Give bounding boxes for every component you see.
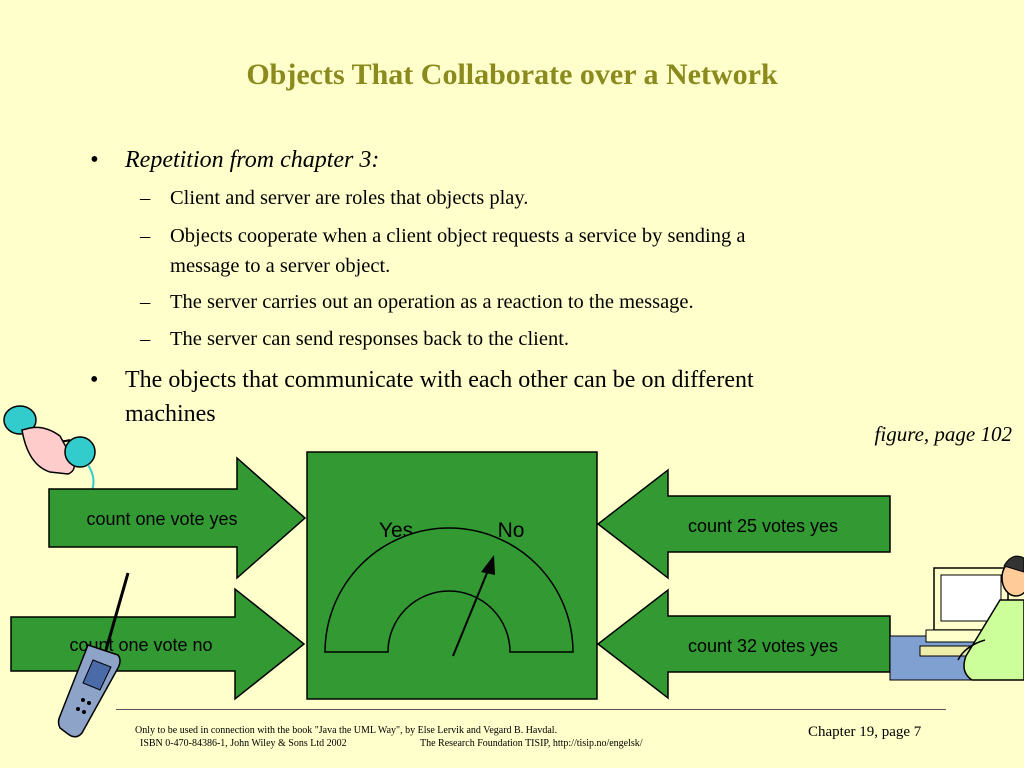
meter-needle-tip bbox=[481, 555, 495, 575]
meter-needle bbox=[452, 567, 490, 657]
sub-bullet: – The server can send responses back to … bbox=[140, 325, 570, 354]
arrow-shape bbox=[596, 468, 891, 580]
meter-gauge-arc bbox=[324, 527, 574, 653]
sub-bullet: – Client and server are roles that objec… bbox=[140, 184, 529, 213]
footer-foundation: The Research Foundation TISIP, http://ti… bbox=[420, 738, 643, 749]
arrow-label: count 25 votes yes bbox=[688, 516, 838, 536]
footer-copyright: Only to be used in connection with the b… bbox=[135, 725, 558, 736]
dash-glyph: – bbox=[140, 291, 151, 313]
sub-bullet: – Objects cooperate when a client object… bbox=[140, 222, 746, 251]
mobile-phone-icon bbox=[57, 572, 130, 738]
sub-bullet-text: Objects cooperate when a client object r… bbox=[170, 225, 746, 247]
sub-bullet: – The server carries out an operation as… bbox=[140, 288, 694, 317]
footer-divider bbox=[116, 709, 946, 710]
bullet-machines-continuation: machines bbox=[125, 400, 216, 429]
arrow-right-2: count 32 votes yes bbox=[596, 588, 891, 700]
arrow-shape bbox=[10, 587, 306, 701]
vote-meter: Yes No bbox=[306, 451, 598, 700]
bullet-repetition: • Repetition from chapter 3: bbox=[90, 146, 380, 175]
sub-bullet-text: Client and server are roles that objects… bbox=[170, 187, 529, 209]
slide-title: Objects That Collaborate over a Network bbox=[246, 58, 778, 91]
bullet-text: The objects that communicate with each o… bbox=[125, 367, 754, 393]
telephone-handset-icon bbox=[3, 405, 96, 496]
person-at-computer-icon bbox=[889, 555, 1024, 681]
bullet-glyph: • bbox=[90, 147, 99, 173]
dash-glyph: – bbox=[140, 225, 151, 247]
arrow-left-1: count one vote yes bbox=[48, 456, 307, 580]
arrow-shape bbox=[596, 588, 891, 700]
sub-bullet-text: The server can send responses back to th… bbox=[170, 328, 570, 350]
figure-caption: figure, page 102 bbox=[874, 422, 1012, 446]
bullet-text: machines bbox=[125, 401, 216, 427]
bullet-glyph: • bbox=[90, 367, 99, 393]
dash-glyph: – bbox=[140, 187, 151, 209]
sub-bullet-text: message to a server object. bbox=[170, 255, 391, 277]
arrow-label: count one vote yes bbox=[86, 509, 237, 529]
arrow-label: count 32 votes yes bbox=[688, 636, 838, 656]
sub-bullet-continuation: message to a server object. bbox=[170, 252, 390, 281]
meter-no-label: No bbox=[498, 519, 525, 542]
arrow-right-1: count 25 votes yes bbox=[596, 468, 891, 580]
bullet-machines: • The objects that communicate with each… bbox=[90, 366, 754, 395]
arrow-left-2: count one vote no bbox=[10, 587, 306, 701]
sub-bullet-text: The server carries out an operation as a… bbox=[170, 291, 694, 313]
chapter-page-label: Chapter 19, page 7 bbox=[808, 724, 922, 740]
footer-isbn: ISBN 0-470-84386-1, John Wiley & Sons Lt… bbox=[140, 738, 347, 749]
dash-glyph: – bbox=[140, 328, 151, 350]
arrow-shape bbox=[48, 456, 307, 580]
bullet-text: Repetition from chapter 3: bbox=[125, 147, 380, 173]
